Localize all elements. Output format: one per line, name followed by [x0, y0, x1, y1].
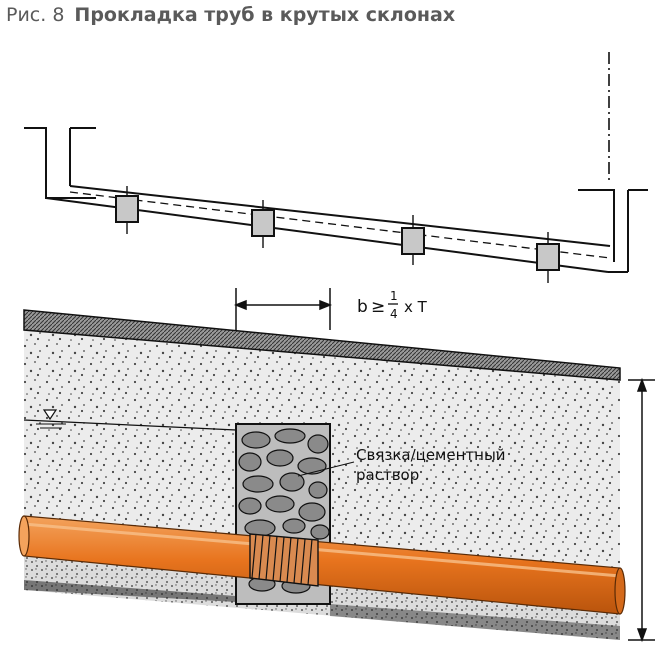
- anchor-block-2: [251, 200, 275, 248]
- annotation-leader: [297, 461, 355, 477]
- dim-fraction-num: 1: [390, 289, 398, 303]
- dim-b-symbol: b: [357, 297, 368, 317]
- dim-fraction-den: 4: [390, 307, 398, 321]
- dimension-b: [233, 288, 333, 330]
- dim-suffix: x T: [404, 298, 428, 316]
- figure-title: Прокладка труб в крутых склонах: [74, 4, 456, 26]
- anchor-block-1: [115, 186, 139, 234]
- figure-number: Рис. 8: [6, 4, 65, 26]
- dim-relation: ≥: [371, 297, 385, 317]
- anchor-block-3: [401, 215, 425, 265]
- anchor-block-4: [536, 232, 560, 283]
- depth-dimension: [628, 377, 655, 643]
- annotation-line1: Связка/цементный: [356, 446, 506, 464]
- pipe-sleeve: [249, 533, 319, 587]
- water-level-marker: [23, 409, 237, 431]
- top-channel-view: [24, 52, 648, 273]
- surface-layer: [23, 309, 621, 381]
- annotation-line2: раствор: [356, 466, 419, 484]
- pipe: [18, 515, 626, 615]
- figure-caption: Рис. 8 Прокладка труб в крутых склонах: [6, 4, 455, 26]
